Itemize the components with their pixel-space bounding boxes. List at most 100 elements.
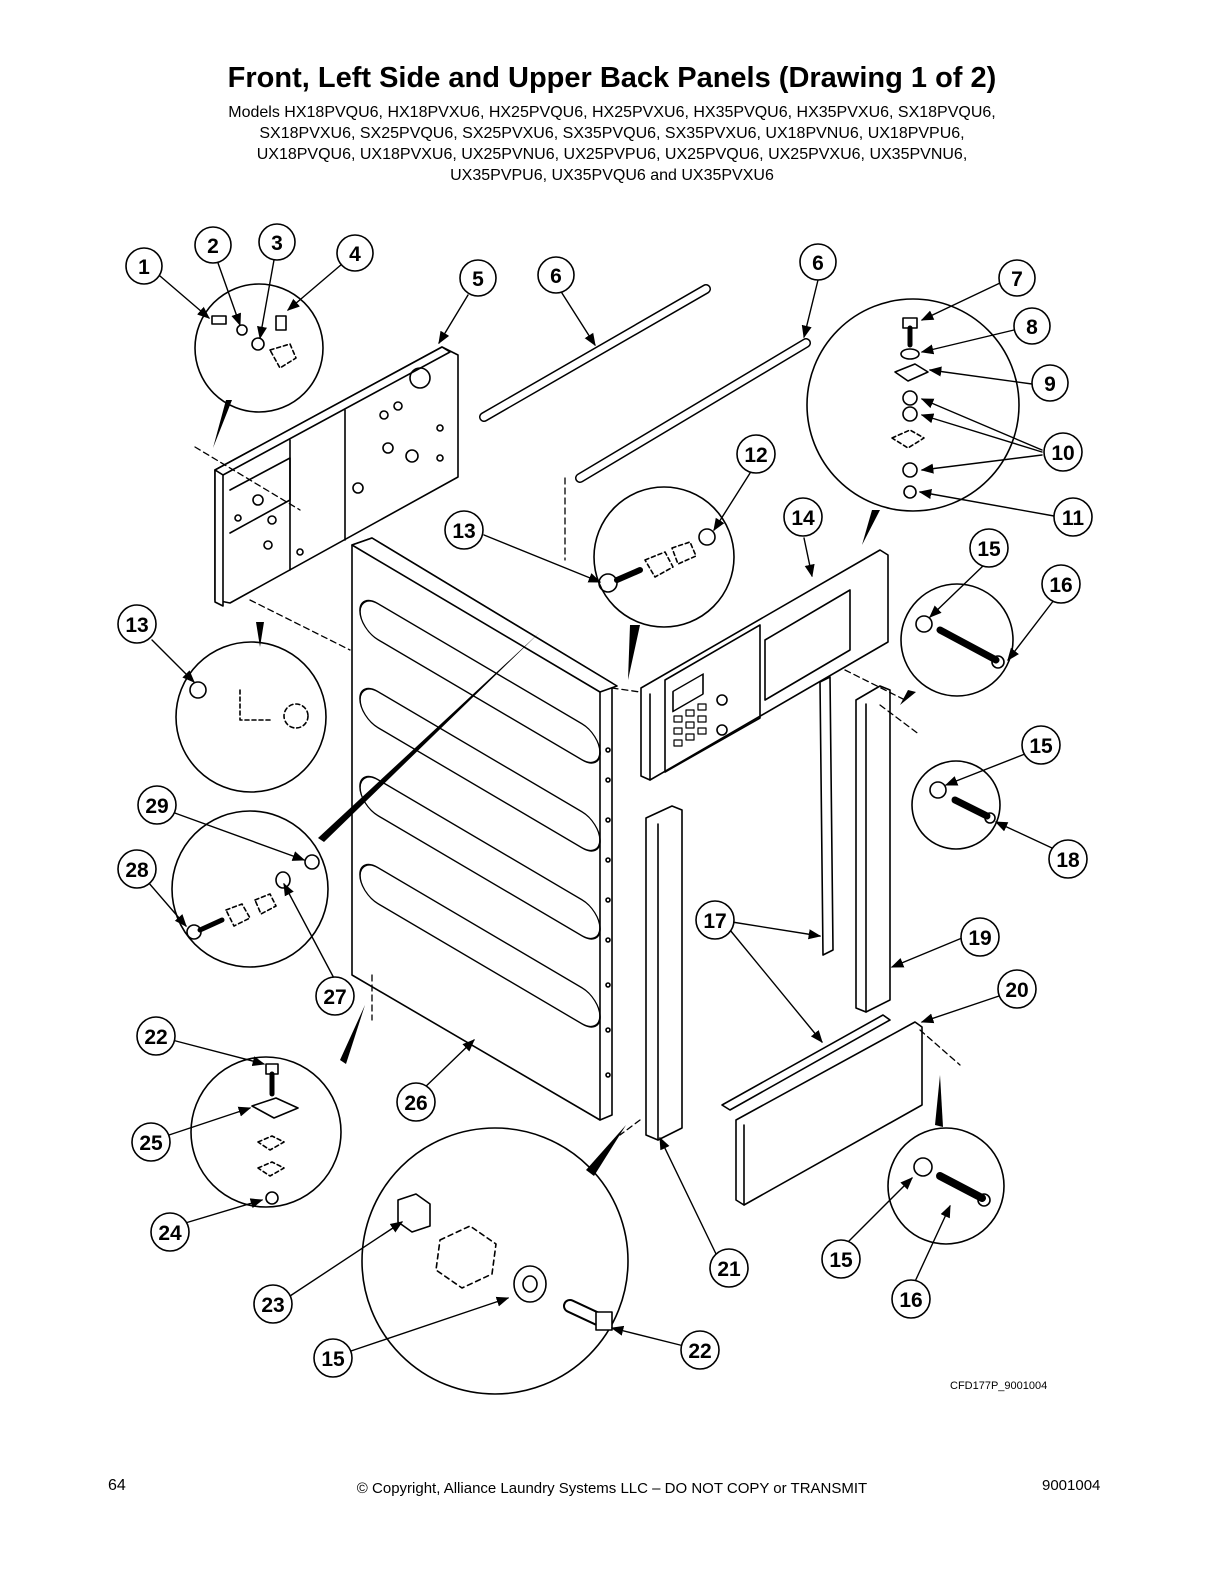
svg-text:15: 15 xyxy=(321,1348,345,1371)
callout-13: 13 xyxy=(444,510,484,550)
detail-pointers xyxy=(213,400,943,1176)
upright-19 xyxy=(855,685,891,1013)
document-number: 9001004 xyxy=(1042,1477,1101,1494)
models-line: Models HX18PVQU6, HX18PVXU6, HX25PVQU6, … xyxy=(228,104,996,121)
svg-text:21: 21 xyxy=(717,1258,741,1281)
callout-6: 6 xyxy=(537,256,575,294)
callout-3: 3 xyxy=(258,223,296,261)
callout-22: 22 xyxy=(136,1016,176,1056)
svg-text:22: 22 xyxy=(144,1026,167,1049)
alignment-lines xyxy=(194,446,961,1136)
detail-circle-13-left xyxy=(175,641,327,793)
upper-front-control-panel xyxy=(640,549,889,781)
callout-12: 12 xyxy=(736,434,776,474)
callout-5: 5 xyxy=(459,259,497,297)
callout-23: 23 xyxy=(253,1284,293,1324)
callout-10: 10 xyxy=(1043,432,1083,472)
copyright-notice: © Copyright, Alliance Laundry Systems LL… xyxy=(356,1480,868,1497)
svg-text:12: 12 xyxy=(744,444,767,467)
callout-20: 20 xyxy=(997,969,1037,1009)
callout-16: 16 xyxy=(891,1279,931,1319)
models-line: SX18PVXU6, SX25PVQU6, SX25PVXU6, SX35PVQ… xyxy=(259,125,965,142)
detail-circle-7-11 xyxy=(806,298,1020,512)
callout-18: 18 xyxy=(1048,839,1088,879)
detail-circle-15-18 xyxy=(911,760,1001,850)
left-side-rail xyxy=(645,805,683,1141)
callout-24: 24 xyxy=(150,1212,190,1252)
svg-text:7: 7 xyxy=(1011,268,1023,291)
svg-text:14: 14 xyxy=(791,507,815,530)
svg-text:9: 9 xyxy=(1044,373,1056,396)
rod-left xyxy=(479,284,711,422)
callout-15: 15 xyxy=(313,1338,353,1378)
leader-lines xyxy=(147,259,1055,1353)
callout-17: 17 xyxy=(695,900,735,940)
models-line: UX35PVPU6, UX35PVQU6 and UX35PVXU6 xyxy=(450,167,774,184)
svg-text:13: 13 xyxy=(125,614,148,637)
svg-text:6: 6 xyxy=(812,252,824,275)
callout-4: 4 xyxy=(336,234,374,272)
svg-text:16: 16 xyxy=(1049,574,1072,597)
callout-labels: 1 2 3 4 5 6 6 7 8 9 10 11 12 13 14 15 16… xyxy=(117,223,1093,1378)
callout-7: 7 xyxy=(998,259,1036,297)
callout-14: 14 xyxy=(783,497,823,537)
svg-text:15: 15 xyxy=(977,538,1001,561)
callout-2: 2 xyxy=(194,226,232,264)
svg-text:10: 10 xyxy=(1051,442,1074,465)
svg-text:11: 11 xyxy=(1062,507,1085,530)
svg-text:23: 23 xyxy=(261,1294,284,1317)
detail-circle-12-13 xyxy=(593,486,735,628)
svg-text:1: 1 xyxy=(138,256,150,279)
upright-17 xyxy=(819,676,834,956)
detail-circle-27-28-29 xyxy=(171,810,329,968)
svg-text:16: 16 xyxy=(899,1289,922,1312)
callout-11: 11 xyxy=(1053,497,1093,537)
callout-15: 15 xyxy=(969,528,1009,568)
rod-right xyxy=(575,338,811,483)
callout-21: 21 xyxy=(709,1248,749,1288)
detail-circle-22-25-24 xyxy=(190,1056,342,1208)
models-line: UX18PVQU6, UX18PVXU6, UX25PVNU6, UX25PVP… xyxy=(256,146,968,163)
svg-text:18: 18 xyxy=(1056,849,1080,872)
callout-27: 27 xyxy=(315,976,355,1016)
svg-text:17: 17 xyxy=(703,910,726,933)
drawing-id: CFD177P_9001004 xyxy=(950,1380,1048,1392)
upper-back-panel xyxy=(214,346,459,607)
callout-15: 15 xyxy=(821,1239,861,1279)
svg-text:4: 4 xyxy=(349,243,361,266)
svg-text:24: 24 xyxy=(158,1222,182,1245)
svg-text:25: 25 xyxy=(139,1132,163,1155)
callout-15: 15 xyxy=(1021,725,1061,765)
svg-text:22: 22 xyxy=(688,1340,711,1363)
svg-text:2: 2 xyxy=(207,235,219,258)
detail-circle-top-left xyxy=(194,283,324,413)
callout-28: 28 xyxy=(117,849,157,889)
svg-text:5: 5 xyxy=(472,268,484,291)
callout-25: 25 xyxy=(131,1122,171,1162)
svg-text:28: 28 xyxy=(125,859,149,882)
svg-text:6: 6 xyxy=(550,265,562,288)
detail-circle-bottom-right xyxy=(887,1127,1005,1245)
svg-text:19: 19 xyxy=(968,927,991,950)
page-number: 64 xyxy=(108,1477,126,1494)
callout-8: 8 xyxy=(1013,307,1051,345)
callout-9: 9 xyxy=(1031,364,1069,402)
svg-text:29: 29 xyxy=(145,795,168,818)
callout-1: 1 xyxy=(125,247,163,285)
svg-text:8: 8 xyxy=(1026,316,1038,339)
callout-16: 16 xyxy=(1041,564,1081,604)
page-title: Front, Left Side and Upper Back Panels (… xyxy=(227,62,997,94)
base-panel xyxy=(721,1014,923,1206)
callout-19: 19 xyxy=(960,917,1000,957)
callout-6: 6 xyxy=(799,243,837,281)
detail-circle-bottom-center xyxy=(361,1127,629,1395)
models-list: Models HX18PVQU6, HX18PVXU6, HX25PVQU6, … xyxy=(150,102,1074,186)
svg-text:15: 15 xyxy=(1029,735,1053,758)
front-panel xyxy=(351,537,618,1121)
detail-circle-15-16-top xyxy=(900,583,1014,697)
svg-text:3: 3 xyxy=(271,232,283,255)
svg-text:27: 27 xyxy=(323,986,346,1009)
svg-text:26: 26 xyxy=(404,1092,427,1115)
callout-13: 13 xyxy=(117,604,157,644)
